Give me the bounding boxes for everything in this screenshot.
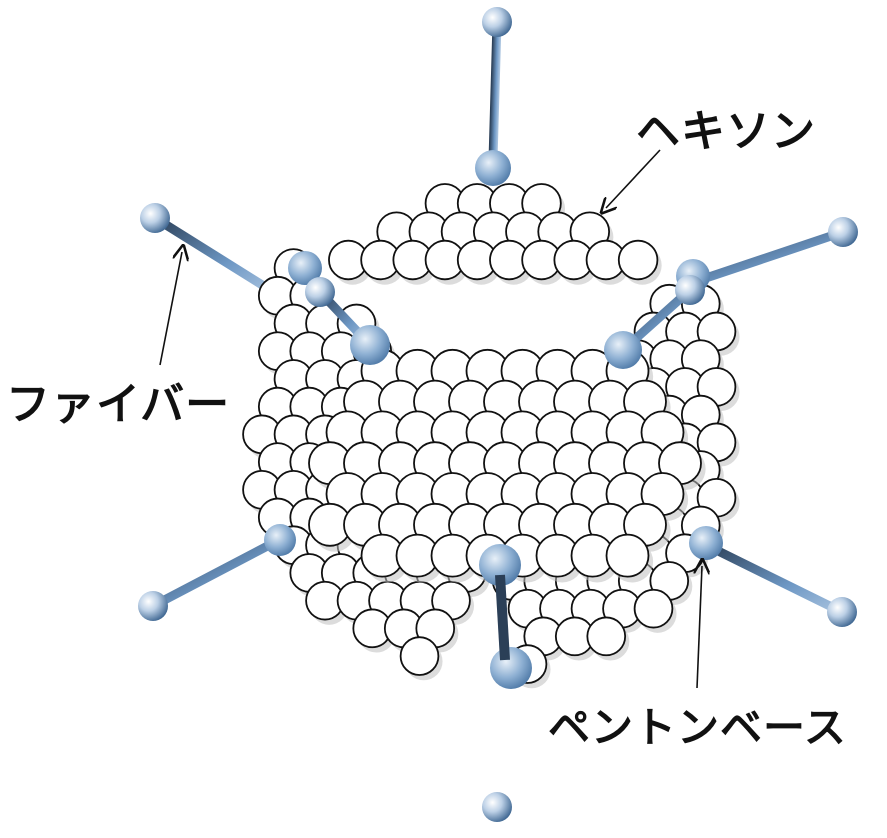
penton-base-sphere: [689, 526, 723, 560]
hexon-sphere: [635, 590, 673, 628]
penton-base-sphere: [604, 331, 642, 369]
fiber-knob: [675, 275, 705, 305]
hexon-sphere: [619, 241, 658, 280]
fiber-knob: [140, 203, 170, 233]
fiber-shaft: [706, 545, 842, 612]
hexon-label: ヘキソン: [636, 95, 816, 159]
fiber-shaft: [500, 575, 505, 660]
hexon-sphere: [587, 617, 625, 655]
fiber-arrow: [160, 252, 182, 365]
fiber-label: ファイバー: [6, 368, 230, 432]
penton-base-sphere: [475, 150, 511, 186]
fiber-shaft: [155, 218, 275, 293]
fiber-knob: [482, 7, 512, 37]
penton-base-sphere: [264, 524, 296, 556]
hexon-sphere: [401, 637, 439, 675]
fiber-knob: [138, 591, 168, 621]
fiber-knob: [827, 597, 857, 627]
penton-base-label: ペントンベース: [548, 694, 847, 755]
fiber-knob: [828, 217, 858, 247]
penton-arrow: [697, 566, 702, 688]
hexon-sphere: [607, 535, 649, 577]
fiber-shaft: [493, 22, 497, 160]
fiber-knob: [305, 277, 335, 307]
fiber-knob: [482, 792, 512, 822]
fiber-shaft: [153, 540, 279, 606]
fiber-shaft: [697, 232, 843, 281]
penton-base-sphere: [350, 325, 390, 365]
